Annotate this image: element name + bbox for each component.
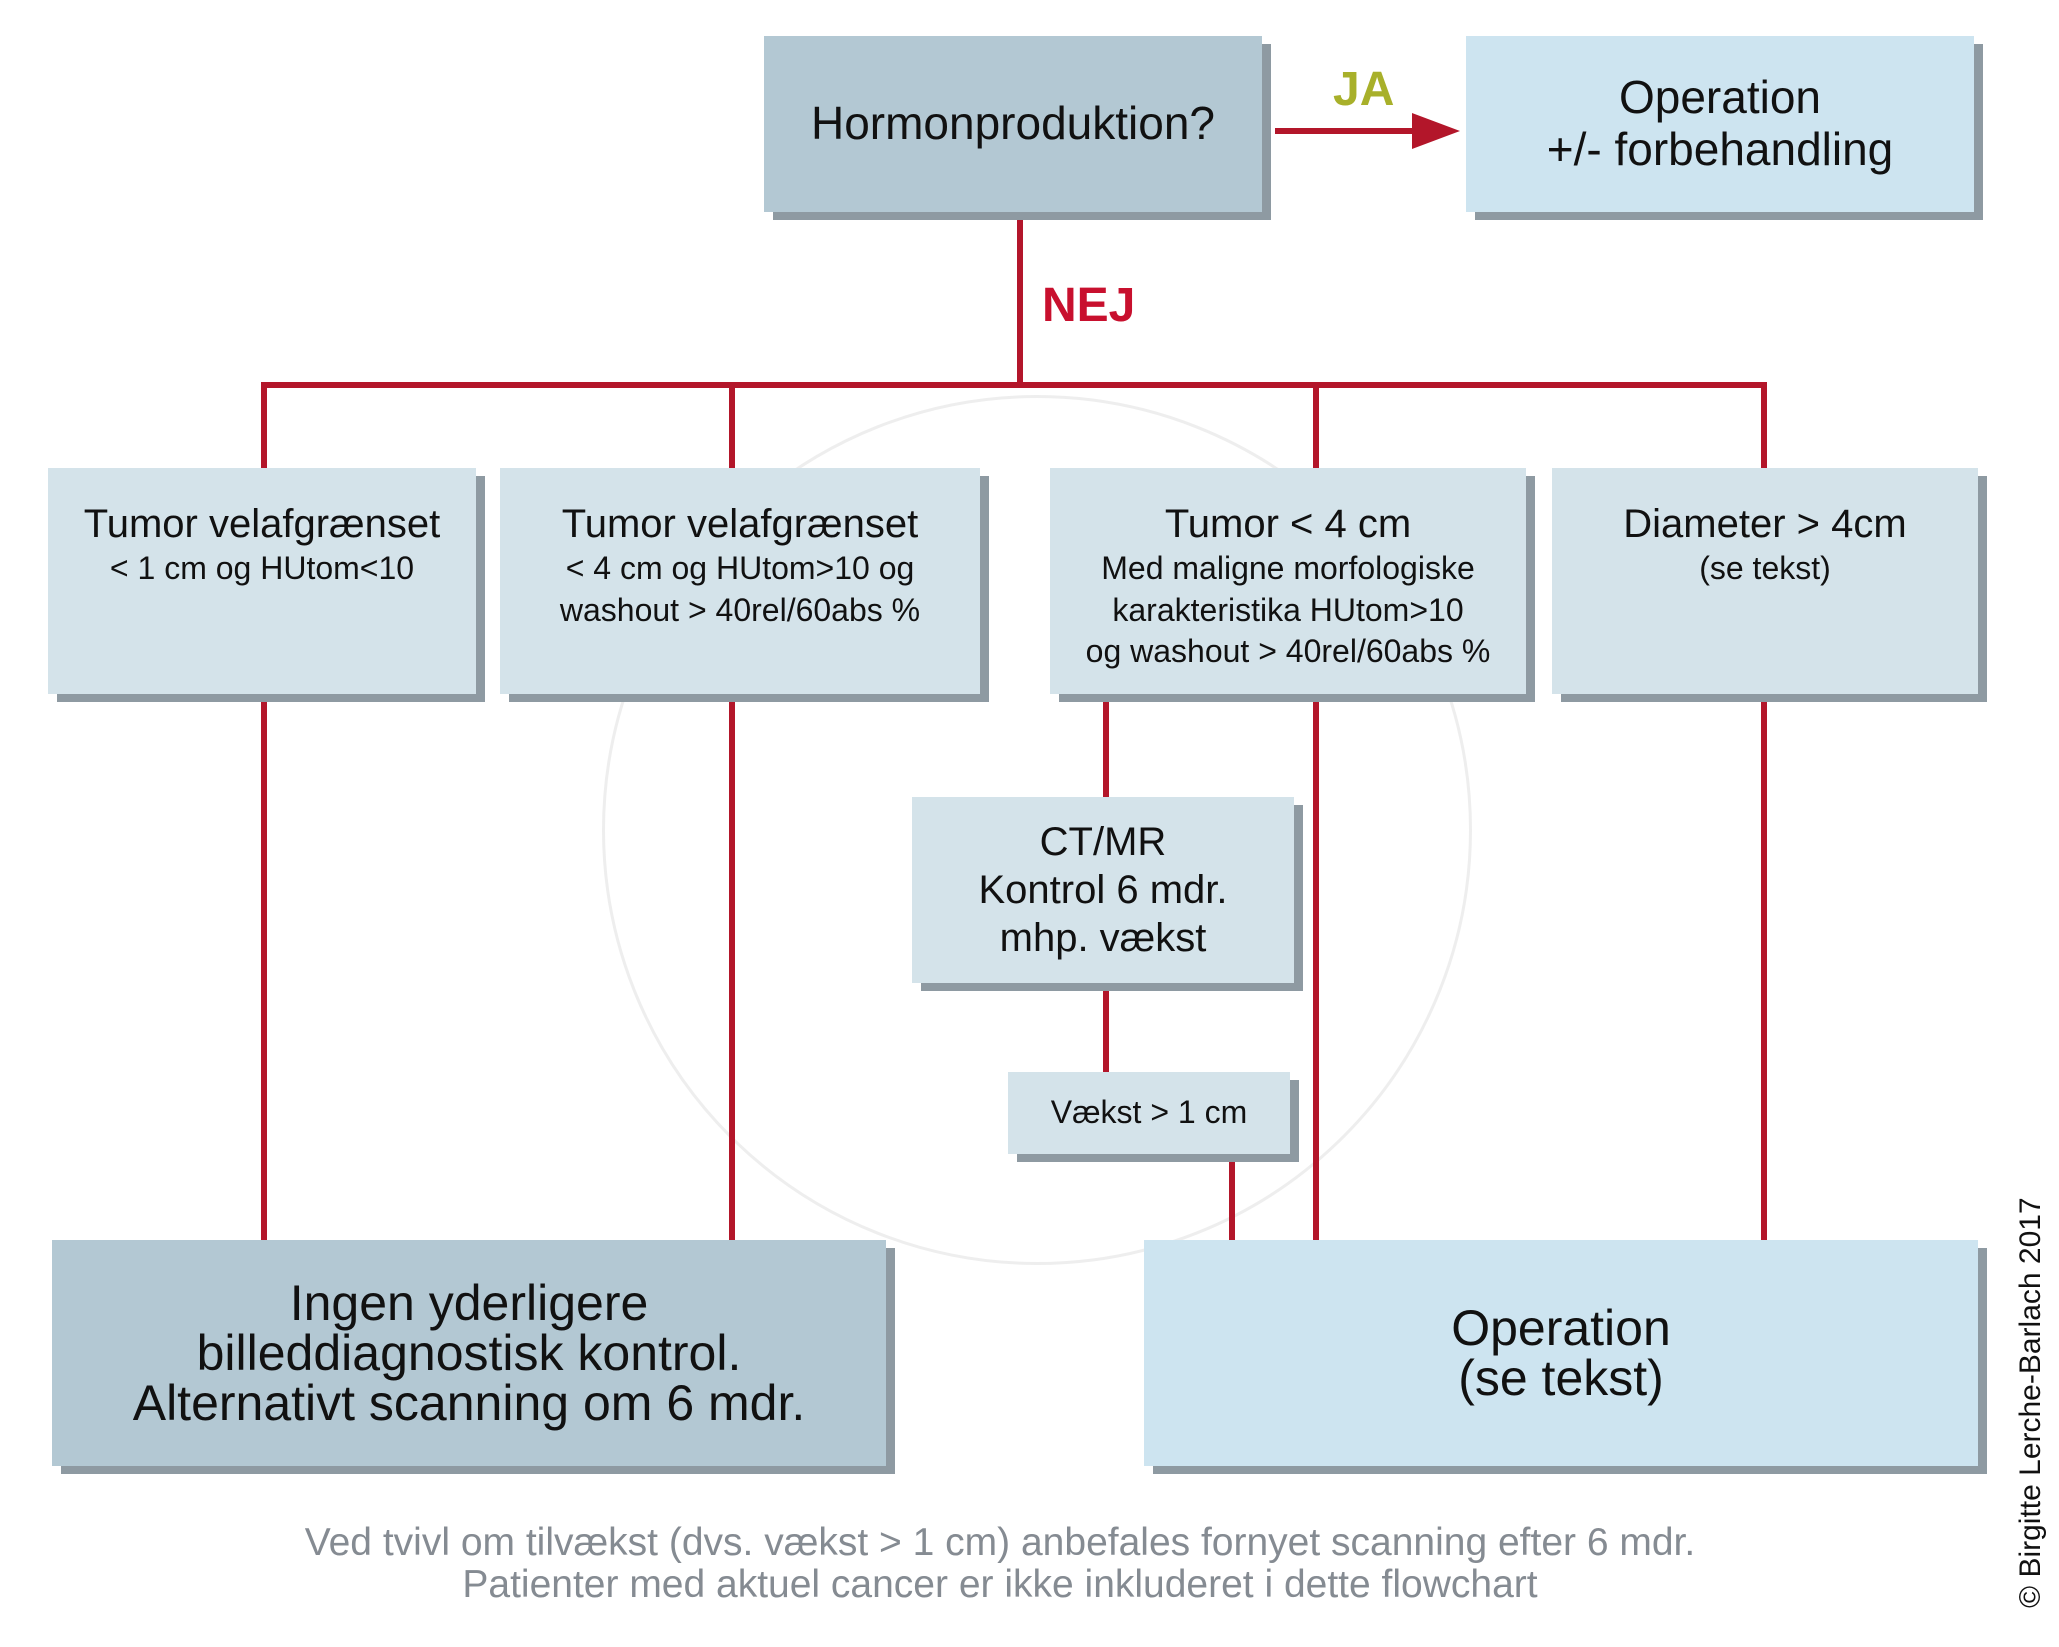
node-text-line3: Alternativt scanning om 6 mdr. [132, 1375, 806, 1431]
node-tumor-velafgraenset-4cm: Tumor velafgrænset < 4 cm og HUtom>10 og… [500, 468, 980, 694]
node-sub-line3: og washout > 40rel/60abs % [1085, 633, 1491, 670]
node-sub-line2: karakteristika HUtom>10 [1112, 591, 1464, 628]
node-text-line2: Kontrol 6 mdr. [978, 868, 1228, 912]
node-title: Diameter > 4cm [1623, 502, 1907, 546]
node-vaekst-over-1cm: Vækst > 1 cm [1008, 1072, 1290, 1154]
node-text: Vækst > 1 cm [1050, 1094, 1248, 1131]
node-text-line2: billeddiagnostisk kontrol. [196, 1325, 742, 1381]
node-ingen-yderligere: Ingen yderligere billeddiagnostisk kontr… [52, 1240, 886, 1466]
node-operation-bottom: Operation (se tekst) [1144, 1240, 1978, 1466]
footer-note-line2: Patienter med aktuel cancer er ikke inkl… [462, 1563, 1538, 1606]
copyright-text: © Birgitte Lerche-Barlach 2017 [2014, 1197, 2047, 1608]
node-title: Tumor velafgrænset [561, 502, 919, 546]
node-sub-line1: (se tekst) [1699, 550, 1831, 586]
node-sub-line2: washout > 40rel/60abs % [559, 591, 921, 628]
watermark-seal [602, 395, 1472, 1265]
node-text-line2: (se tekst) [1458, 1350, 1664, 1406]
node-sub-line1: < 4 cm og HUtom>10 og [565, 550, 915, 586]
node-diameter-over-4cm: Diameter > 4cm (se tekst) [1552, 468, 1978, 694]
footer-note-line1: Ved tvivl om tilvækst (dvs. vækst > 1 cm… [304, 1521, 1696, 1564]
node-text: Hormonproduktion? [810, 97, 1215, 150]
arrowhead-icon [1412, 113, 1460, 149]
node-operation-top: Operation +/- forbehandling [1466, 36, 1974, 212]
node-sub-line1: < 1 cm og HUtom<10 [109, 550, 415, 586]
node-title: Tumor velafgrænset [83, 502, 441, 546]
node-tumor-under-4cm: Tumor < 4 cm Med maligne morfologiske ka… [1050, 468, 1526, 694]
node-tumor-velafgraenset-1cm: Tumor velafgrænset < 1 cm og HUtom<10 [48, 468, 476, 694]
node-text-line1: Ingen yderligere [289, 1275, 649, 1331]
node-text-line1: Operation [1451, 1300, 1671, 1356]
edge-label-nej: NEJ [1042, 279, 1136, 332]
node-sub-line1: Med maligne morfologiske [1101, 550, 1475, 586]
node-text-line1: Operation [1618, 71, 1821, 124]
node-text-line1: CT/MR [1039, 820, 1167, 864]
node-text-line3: mhp. vækst [999, 916, 1207, 960]
node-hormonproduktion: Hormonproduktion? [764, 36, 1262, 212]
node-text-line2: +/- forbehandling [1546, 123, 1894, 175]
node-title: Tumor < 4 cm [1164, 502, 1412, 546]
node-ctmr-kontrol: CT/MR Kontrol 6 mdr. mhp. vækst [912, 797, 1294, 983]
edge-label-ja: JA [1333, 63, 1395, 116]
